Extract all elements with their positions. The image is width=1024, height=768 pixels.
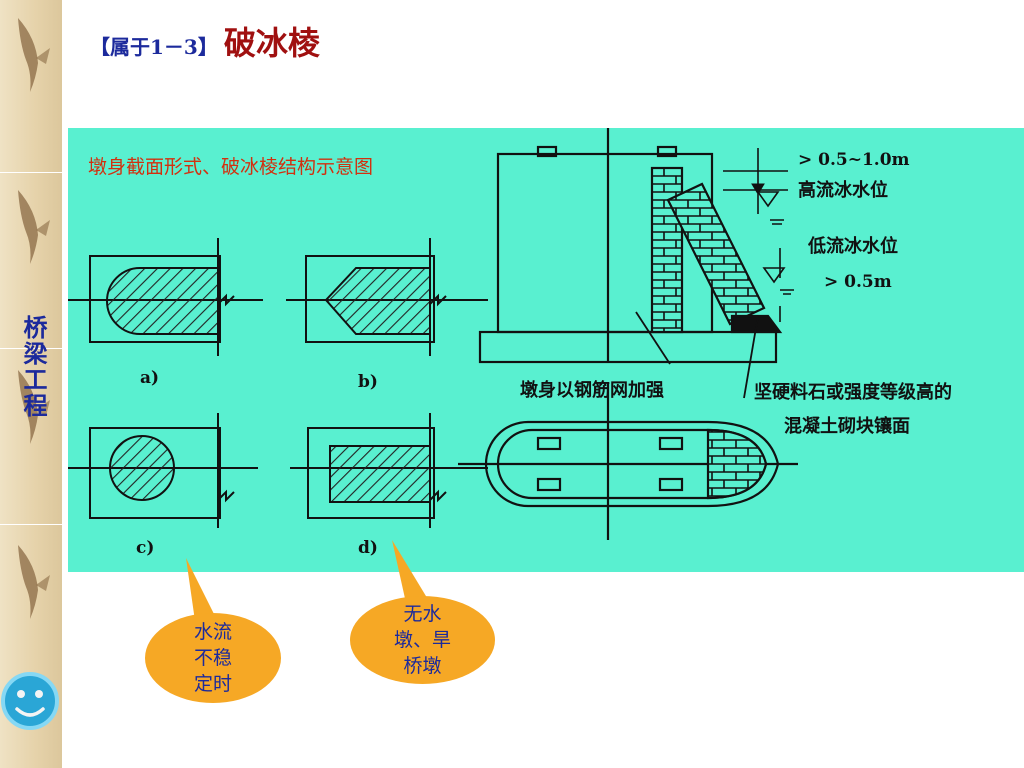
callout-left-line: 定时 <box>193 673 232 695</box>
section-tag: 【属于1－3】 <box>90 35 218 59</box>
fish-decoration-icon <box>18 370 50 444</box>
section-b-pointed <box>286 238 488 356</box>
facing-note-line2: 混凝土砌块镶面 <box>784 416 910 437</box>
gap-bottom-annotation: > 0.5m <box>824 272 892 292</box>
sidebar-divider <box>0 172 62 173</box>
callout-left-line: 不稳 <box>193 647 232 669</box>
fish-decoration-icon <box>18 190 50 264</box>
slide-title: 破冰棱 <box>223 24 320 62</box>
label-c: c) <box>136 538 155 558</box>
sidebar-divider <box>0 348 62 349</box>
facing-note-line1: 坚硬料石或强度等级高的 <box>754 382 952 403</box>
label-a: a) <box>140 368 160 388</box>
label-b: b) <box>358 372 378 392</box>
label-d: d) <box>358 538 378 558</box>
callout-right-line: 桥墩 <box>403 655 442 677</box>
pier-elevation <box>478 128 794 399</box>
figure-caption: 墩身截面形式、破冰棱结构示意图 <box>88 156 374 178</box>
section-c-circular <box>68 413 258 528</box>
slide-heading: 【属于1－3】 破冰棱 <box>90 18 320 62</box>
callout-left-line: 水流 <box>193 621 232 643</box>
section-a-rounded <box>68 238 263 356</box>
section-d-rectangular <box>290 413 488 528</box>
callout-right-line: 墩、旱 <box>393 629 451 651</box>
sidebar-decoration: 桥梁工程 <box>0 0 62 768</box>
callout-left: 水流 不稳 定时 <box>145 613 281 703</box>
gap-top-annotation: > 0.5~1.0m <box>798 150 910 170</box>
fish-decoration-icon <box>18 18 50 92</box>
high-ice-water-level: 高流冰水位 <box>798 180 888 201</box>
pier-plan <box>458 383 798 540</box>
smiley-icon[interactable] <box>0 663 62 735</box>
fish-decoration-icon <box>18 545 50 619</box>
vertical-course-title: 桥梁工程 <box>19 315 47 419</box>
callout-right-line: 无水 <box>403 603 442 625</box>
low-ice-water-level: 低流冰水位 <box>808 236 898 257</box>
sidebar-divider <box>0 524 62 525</box>
pier-diagram <box>68 128 798 540</box>
figure-panel: 墩身截面形式、破冰棱结构示意图 a) b) c) d) > 0.5~1.0m 高… <box>68 128 1024 572</box>
callout-right: 无水 墩、旱 桥墩 <box>350 596 495 684</box>
reinforcement-note: 墩身以钢筋网加强 <box>520 380 664 401</box>
